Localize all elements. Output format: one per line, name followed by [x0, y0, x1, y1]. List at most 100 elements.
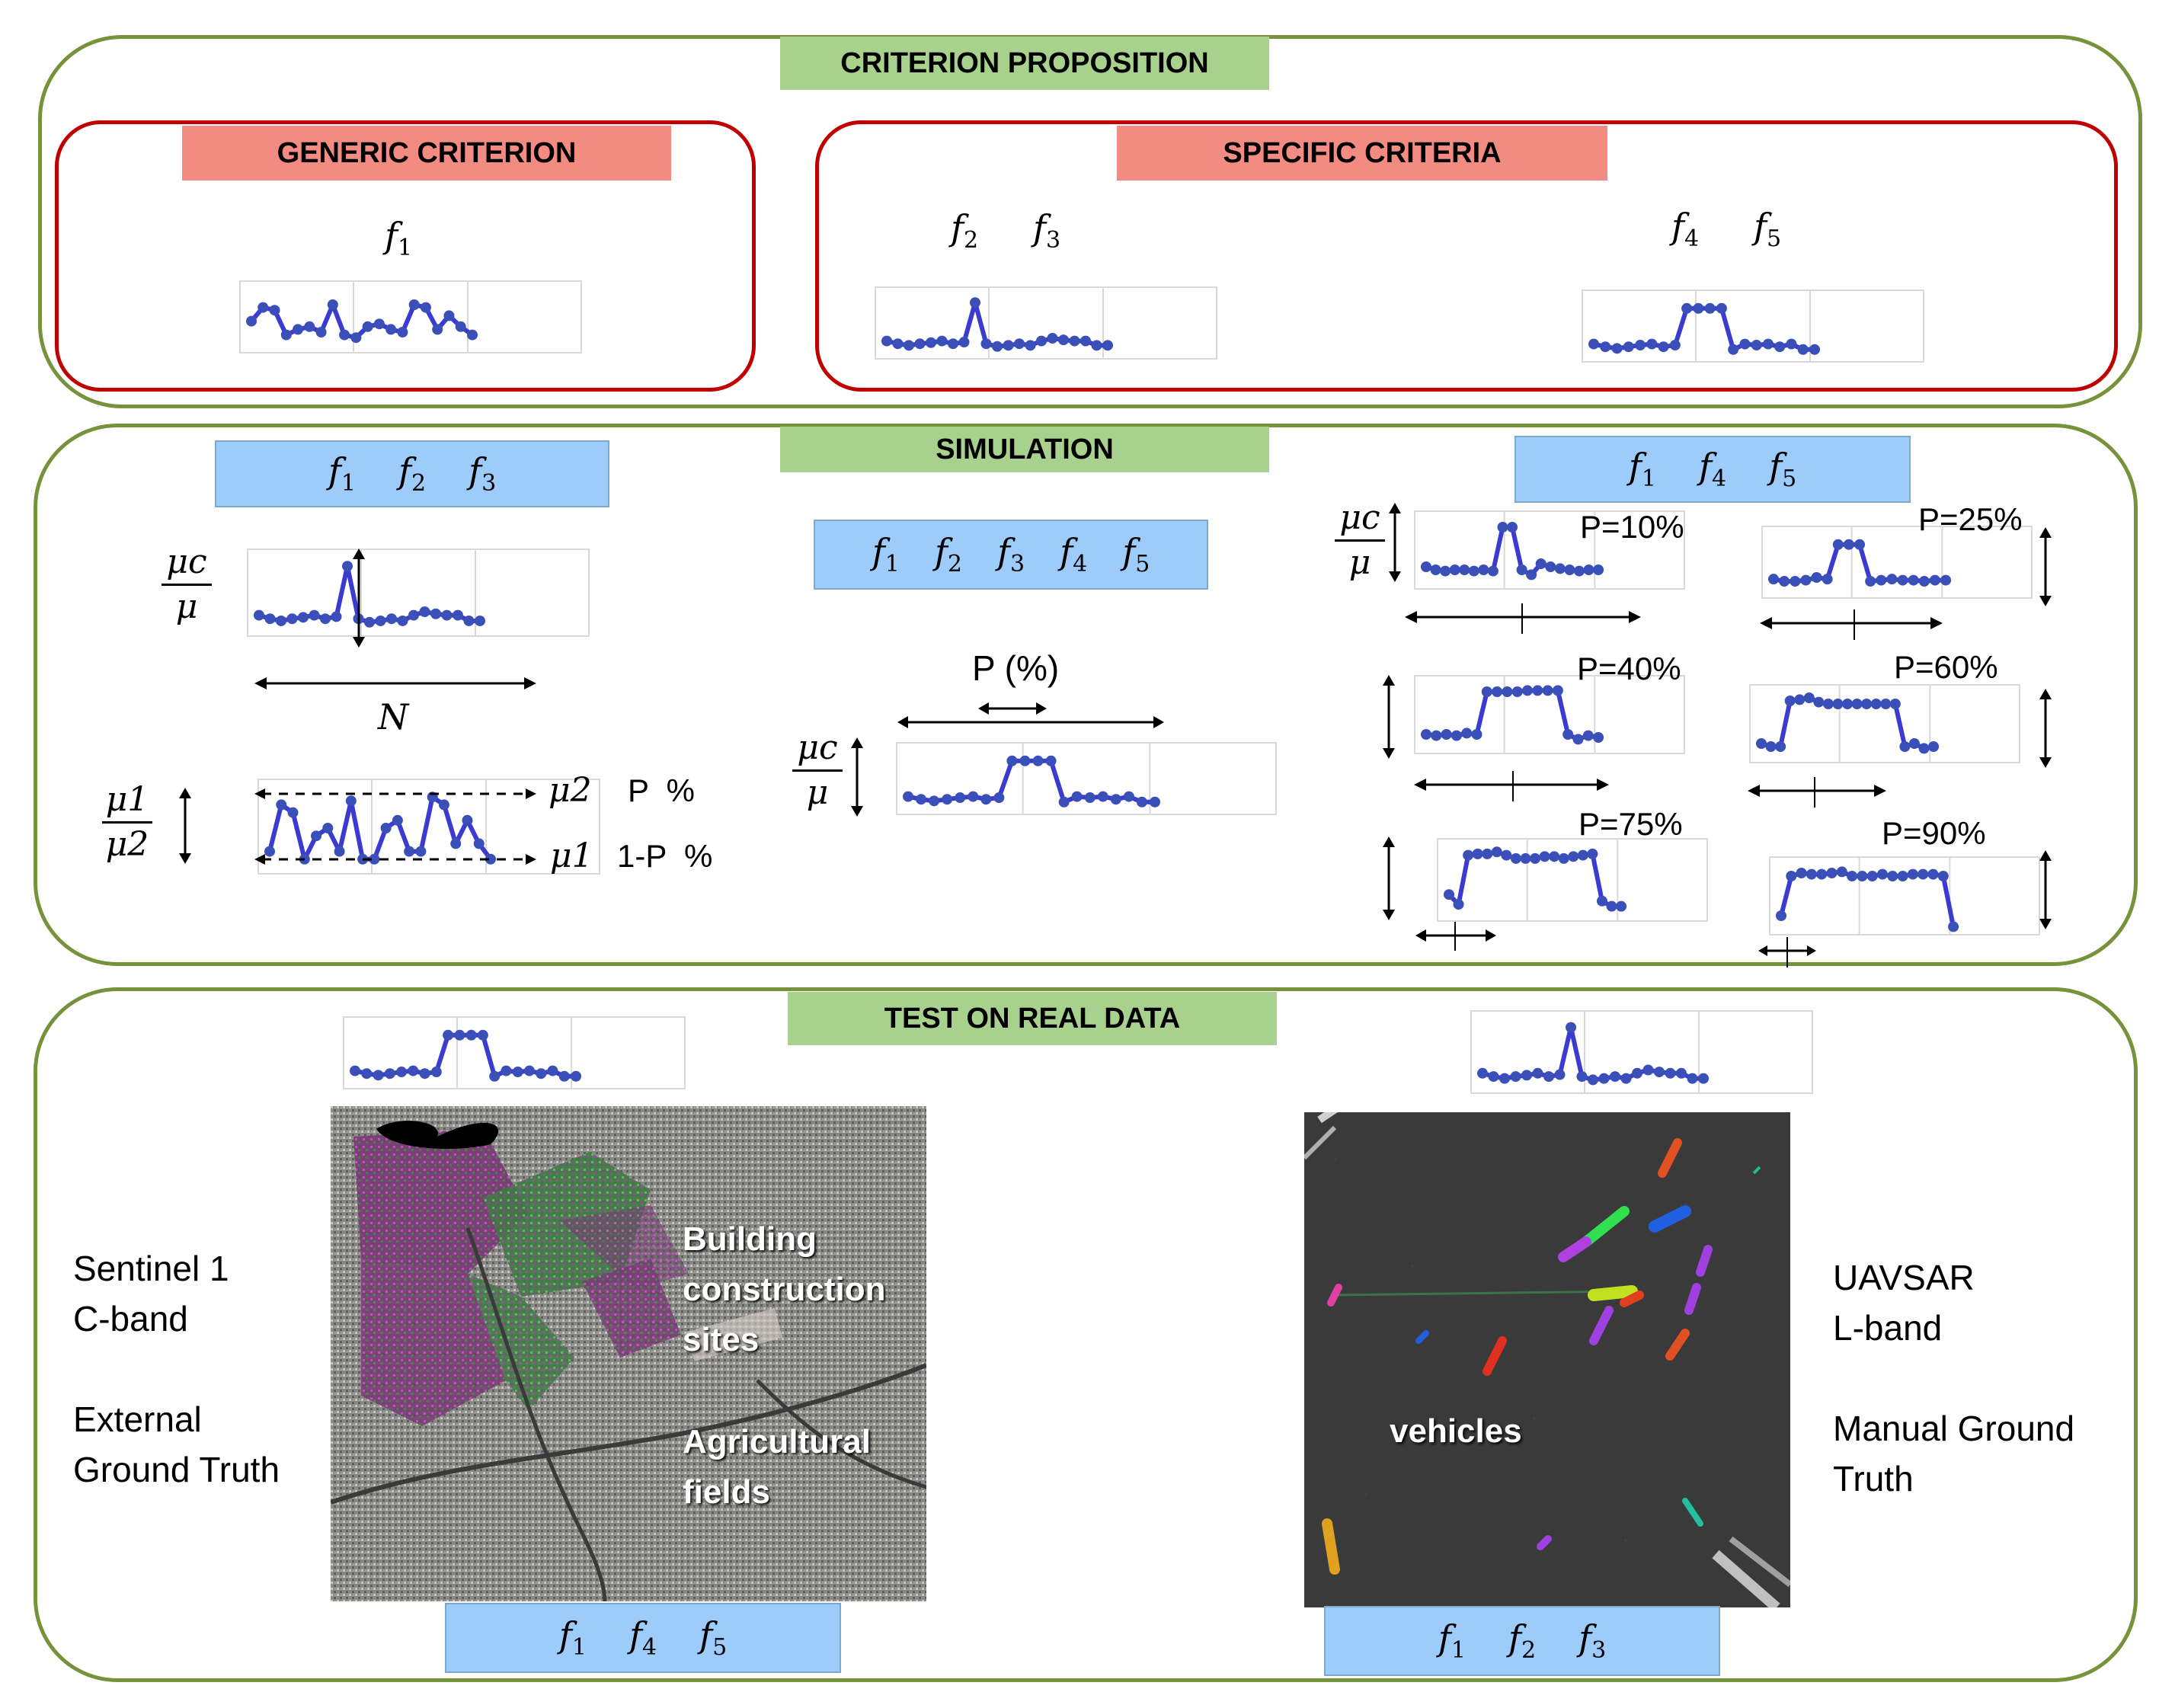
series-point [304, 321, 315, 332]
real-right-features: f1 f2 f3 [1324, 1606, 1720, 1676]
real-data-panel [34, 987, 2138, 1682]
p40-plot [1414, 675, 1685, 754]
plot-frame [239, 280, 582, 353]
series-point [1587, 848, 1598, 859]
series-point [246, 315, 257, 327]
sim-peak-plot [247, 549, 590, 637]
series-point [1564, 565, 1575, 575]
series-point [903, 791, 913, 802]
series-point [415, 846, 427, 857]
series-point [1530, 852, 1541, 864]
series-point [536, 1068, 547, 1079]
series-point [948, 338, 958, 350]
series-point [1698, 1073, 1709, 1084]
feature-f1: f1 [872, 531, 900, 578]
series-point [1558, 852, 1569, 864]
series-point [892, 338, 904, 350]
series-point [280, 329, 292, 341]
series-point [1646, 338, 1658, 350]
series-point [1784, 696, 1796, 706]
series-point [916, 794, 927, 805]
criterion-title: CRITERION PROPOSITION [780, 37, 1269, 90]
series-point [364, 616, 375, 628]
series-point [1889, 699, 1901, 709]
series-point [375, 615, 386, 626]
plot-frame [896, 742, 1277, 815]
series-point [320, 613, 331, 625]
series-point [1928, 741, 1940, 752]
series-point [1676, 1067, 1687, 1079]
series-point [1451, 730, 1462, 741]
series-point [404, 846, 415, 857]
sim-left-features: f1 f2 f3 [215, 440, 609, 507]
series-point [485, 853, 496, 865]
series-point [980, 338, 992, 350]
series-point [419, 1068, 430, 1079]
series-point [1809, 344, 1820, 355]
plot-frame [1761, 526, 2033, 599]
series-point [322, 823, 334, 833]
sim-center-features: f1 f2 f3 f4 f5 [814, 520, 1208, 590]
sentinel1-image [331, 1106, 926, 1601]
series-point [1635, 340, 1646, 351]
mu1-level-label: μ1 [550, 836, 593, 875]
series-point [1762, 338, 1774, 350]
series-point [1482, 848, 1493, 859]
p10-plot [1414, 510, 1685, 590]
series-point [443, 310, 455, 321]
series-point [1822, 699, 1834, 709]
series-point [1501, 849, 1512, 861]
series-point [1516, 565, 1527, 575]
series-point [1492, 686, 1503, 697]
series-point [926, 337, 936, 348]
series-point [369, 853, 380, 865]
series-point [1842, 699, 1854, 709]
feature-f5: f5 [1769, 446, 1797, 493]
series-point [257, 302, 269, 313]
series-point [334, 846, 345, 857]
series-point [475, 615, 485, 626]
series-point [1573, 565, 1585, 577]
series-point [350, 332, 362, 344]
series-point [309, 609, 320, 621]
series-point [1940, 574, 1952, 586]
p40-horizontal-arrow [1414, 771, 1609, 801]
series-point [1642, 1064, 1654, 1076]
plot-frame [875, 286, 1217, 360]
series-point [1025, 340, 1036, 351]
p40-vertical-arrow [1383, 675, 1395, 759]
series-point [1865, 576, 1876, 587]
p-axis-label: P (%) [972, 648, 1060, 688]
mu-ratio-arrow [179, 788, 191, 864]
series-point [1907, 868, 1918, 880]
series-point [1478, 565, 1489, 575]
mu2-level-label: μ2 [549, 771, 592, 810]
series-point [1866, 871, 1878, 881]
series-point [1886, 574, 1898, 585]
series-point [1468, 565, 1479, 577]
series-point [1453, 899, 1464, 910]
feature-f3: f3 [469, 450, 497, 497]
series-point [1693, 302, 1704, 314]
series-point [1832, 699, 1844, 709]
series-point [1593, 732, 1604, 743]
plot-frame [1437, 838, 1708, 922]
series-point [1440, 565, 1451, 577]
series-point [1019, 755, 1031, 766]
simulation-title: SIMULATION [780, 427, 1269, 472]
p90-plot [1769, 856, 2040, 936]
series-point [1929, 574, 1940, 586]
series-point [929, 795, 940, 807]
series-point [1739, 338, 1751, 350]
series-point [384, 1068, 395, 1079]
series-point [455, 321, 466, 332]
series-point [1459, 565, 1470, 575]
series-point [1511, 686, 1523, 697]
feature-f3: f3 [1578, 1617, 1607, 1665]
series-point [408, 299, 420, 310]
series-point [1681, 302, 1693, 314]
real-left-plot [343, 1016, 686, 1089]
vehicles-label: vehicles [1390, 1412, 1522, 1450]
